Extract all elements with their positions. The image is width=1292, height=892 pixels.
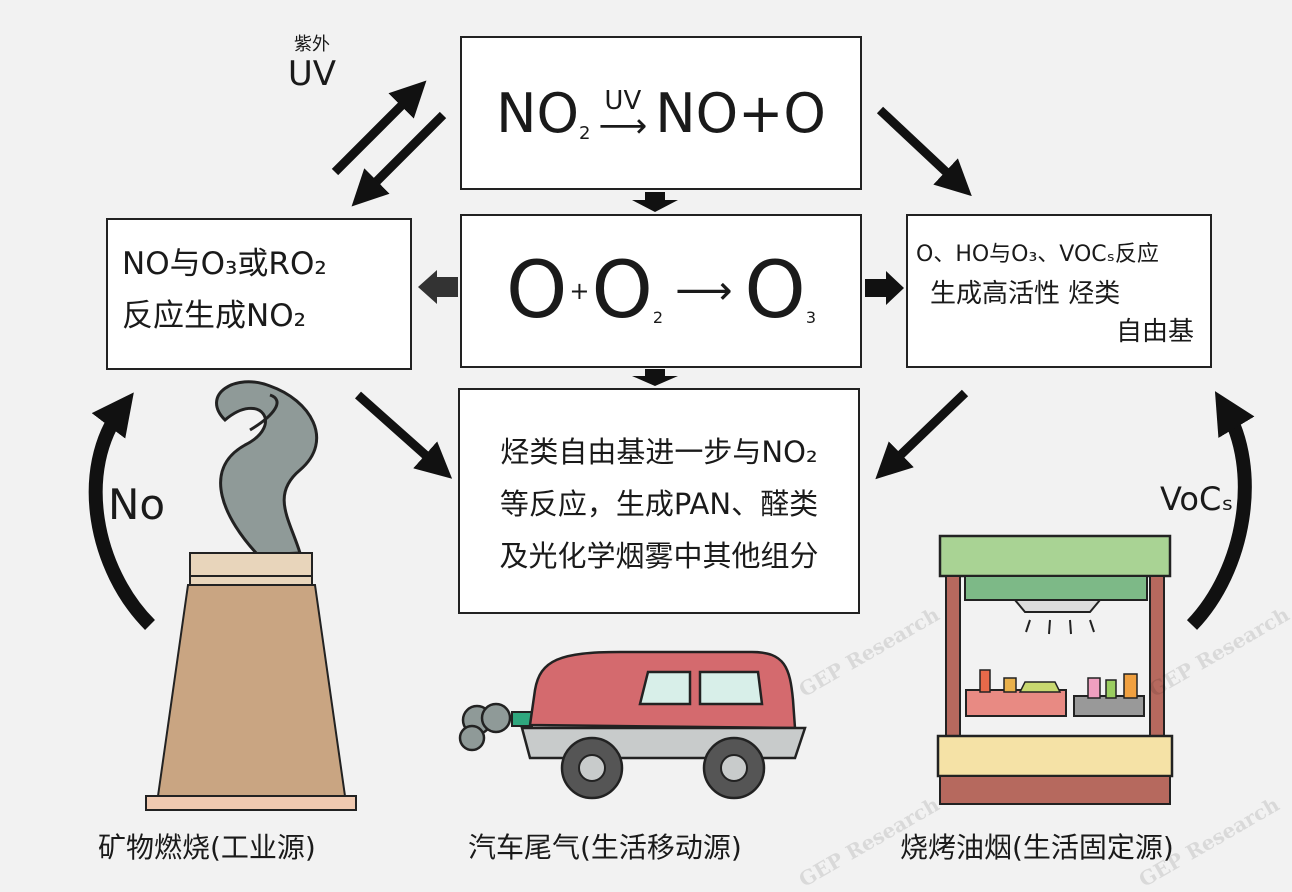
uv-label: 紫外 UV [282,30,342,92]
arrow-condition-label: UV [604,86,642,116]
stall-illustration [936,534,1174,805]
arrow-top-to-right [876,106,972,197]
left-reaction-box: NO与O₃或RO₂ 反应生成NO₂ [106,218,412,370]
uv-label-latin: UV [287,54,337,94]
left-box-line-2: 反应生成NO₂ [122,298,307,334]
ozone-subscript: 3 [805,307,817,327]
right-box-line-2: 生成高活性 烃类 [930,279,1121,309]
uv-arrow-up [331,80,427,176]
top-right-formula: NO+O [655,81,826,145]
caption-stall: 烧烤油烟(生活固定源) [900,831,1174,864]
arrow-right-to-bottom [875,389,969,480]
uv-reaction-arrow: UV ⟶ [598,86,648,146]
vocs-side-label: VoCₛ [1160,480,1234,518]
arrow-middle-to-right [865,271,904,305]
oxygen-atom: O [505,246,568,336]
bottom-box-line-3: 及光化学烟雾中其他组分 [499,539,819,573]
arrow-left-to-bottom [355,391,453,479]
arrow-right-icon: ⟶ [675,268,733,314]
no-side-label: No [108,480,166,529]
right-box-line-3: 自由基 [1115,317,1194,347]
right-box-line-1: O、HO与O₃、VOCₛ反应 [916,242,1159,267]
car-illustration [458,650,807,800]
oxygen-molecule: O [591,246,653,336]
plus-sign: + [569,277,590,305]
bottom-box-line-1: 烃类自由基进一步与NO₂ [500,435,818,469]
caption-car: 汽车尾气(生活移动源) [468,831,742,864]
ozone: O [744,246,806,336]
arrow-middle-to-bottom [632,369,678,386]
top-left-subscript: 2 [579,122,591,144]
left-box-line-1: NO与O₃或RO₂ [122,246,327,282]
curved-arrow-no [88,392,155,630]
top-left-formula: NO [496,81,580,145]
oxygen-molecule-subscript: 2 [652,307,664,327]
arrow-right-icon: ⟶ [598,106,648,146]
uv-arrow-down [351,111,447,207]
factory-illustration [145,380,357,811]
bottom-box-line-2: 等反应，生成PAN、醛类 [499,487,819,521]
caption-factory: 矿物燃烧(工业源) [98,831,316,864]
bottom-reaction-box: 烃类自由基进一步与NO₂ 等反应，生成PAN、醛类 及光化学烟雾中其他组分 [458,388,860,614]
uv-label-chinese: 紫外 [294,34,330,55]
right-reaction-box: O、HO与O₃、VOCₛ反应 生成高活性 烃类 自由基 [906,214,1212,368]
arrow-top-to-middle [632,192,678,212]
arrow-middle-to-left [418,270,458,304]
curved-arrow-vocs [1186,391,1255,630]
